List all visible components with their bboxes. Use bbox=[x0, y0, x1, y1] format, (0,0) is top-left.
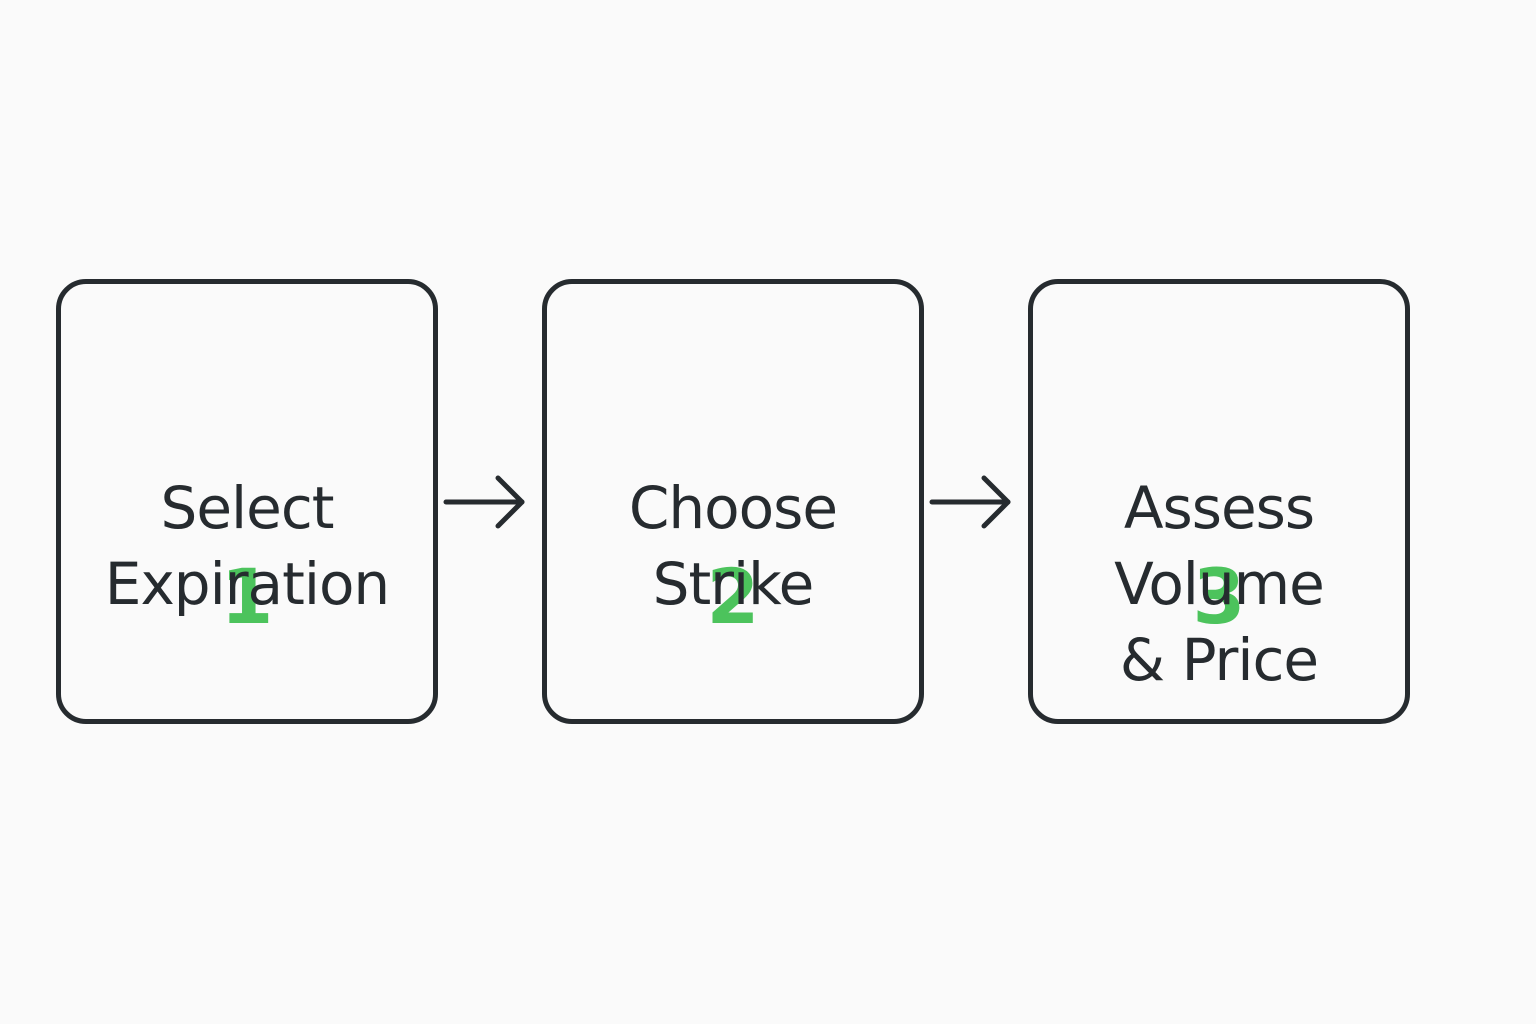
step-label: Select Expiration bbox=[61, 470, 433, 622]
step-box-2: 2 Choose Strike bbox=[542, 279, 924, 724]
step-label-line: Expiration bbox=[104, 550, 390, 618]
step-number: 1 bbox=[220, 552, 274, 641]
step-label-line: Strike bbox=[652, 550, 815, 618]
step-number: 3 bbox=[1192, 552, 1246, 641]
step-label-line: Volume bbox=[1114, 550, 1325, 618]
step-label-line: Choose bbox=[628, 474, 838, 542]
step-label: Choose Strike bbox=[547, 470, 919, 622]
arrow-right-icon bbox=[443, 475, 525, 529]
step-label: Assess Volume & Price bbox=[1033, 470, 1405, 698]
step-box-3: 3 Assess Volume & Price bbox=[1028, 279, 1410, 724]
step-number: 2 bbox=[706, 552, 760, 641]
step-label-line: & Price bbox=[1119, 626, 1319, 694]
step-box-1: 1 Select Expiration bbox=[56, 279, 438, 724]
step-label-line: Select bbox=[160, 474, 335, 542]
step-label-line: Assess bbox=[1123, 474, 1315, 542]
arrow-right-icon bbox=[929, 475, 1011, 529]
